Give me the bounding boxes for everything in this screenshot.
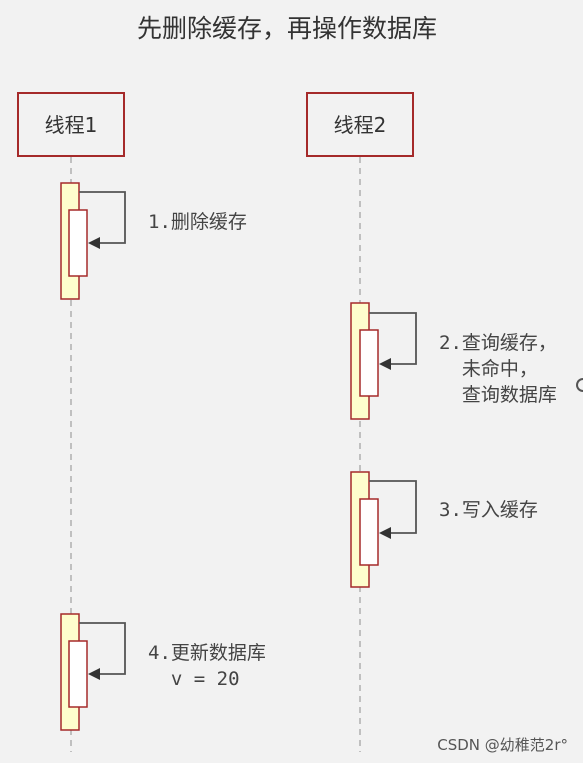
activation-inner xyxy=(68,640,88,708)
step-1: 1.删除缓存 xyxy=(60,182,247,300)
step-label: 1.删除缓存 xyxy=(148,211,247,233)
activation-inner xyxy=(68,209,88,277)
self-message-arrow xyxy=(369,480,417,534)
step-3: 3.写入缓存 xyxy=(350,471,538,588)
actor-box-thread1 xyxy=(17,92,125,157)
arrowhead xyxy=(379,358,391,370)
activation-inner xyxy=(359,329,379,397)
actor-box-thread2 xyxy=(306,92,414,157)
actor-label-thread2: 线程2 xyxy=(334,113,387,137)
arrowhead xyxy=(88,668,100,680)
self-message-arrow xyxy=(369,312,417,365)
watermark: CSDN @幼稚范2r° xyxy=(437,736,568,754)
step-4: 4.更新数据库 v = 20 xyxy=(60,613,266,731)
step-label: 查询数据库 xyxy=(439,384,557,406)
edge-handle-icon xyxy=(576,378,583,392)
actor-label-thread1: 线程1 xyxy=(45,113,98,137)
step-label: 2.查询缓存， xyxy=(439,332,557,354)
step-label: v = 20 xyxy=(148,668,240,690)
arrowhead xyxy=(88,237,100,249)
diagram-title: 先删除缓存，再操作数据库 xyxy=(137,14,437,43)
self-message-arrow xyxy=(79,191,126,244)
step-label: 未命中， xyxy=(439,358,538,380)
actor-thread1: 线程1 xyxy=(17,92,125,157)
step-label: 3.写入缓存 xyxy=(439,499,538,521)
self-message-arrow xyxy=(79,622,126,675)
step-2: 2.查询缓存， 未命中， 查询数据库 xyxy=(350,302,557,420)
activation-inner xyxy=(359,498,379,566)
actor-thread2: 线程2 xyxy=(306,92,414,157)
step-label: 4.更新数据库 xyxy=(148,642,266,664)
arrowhead xyxy=(379,527,391,539)
